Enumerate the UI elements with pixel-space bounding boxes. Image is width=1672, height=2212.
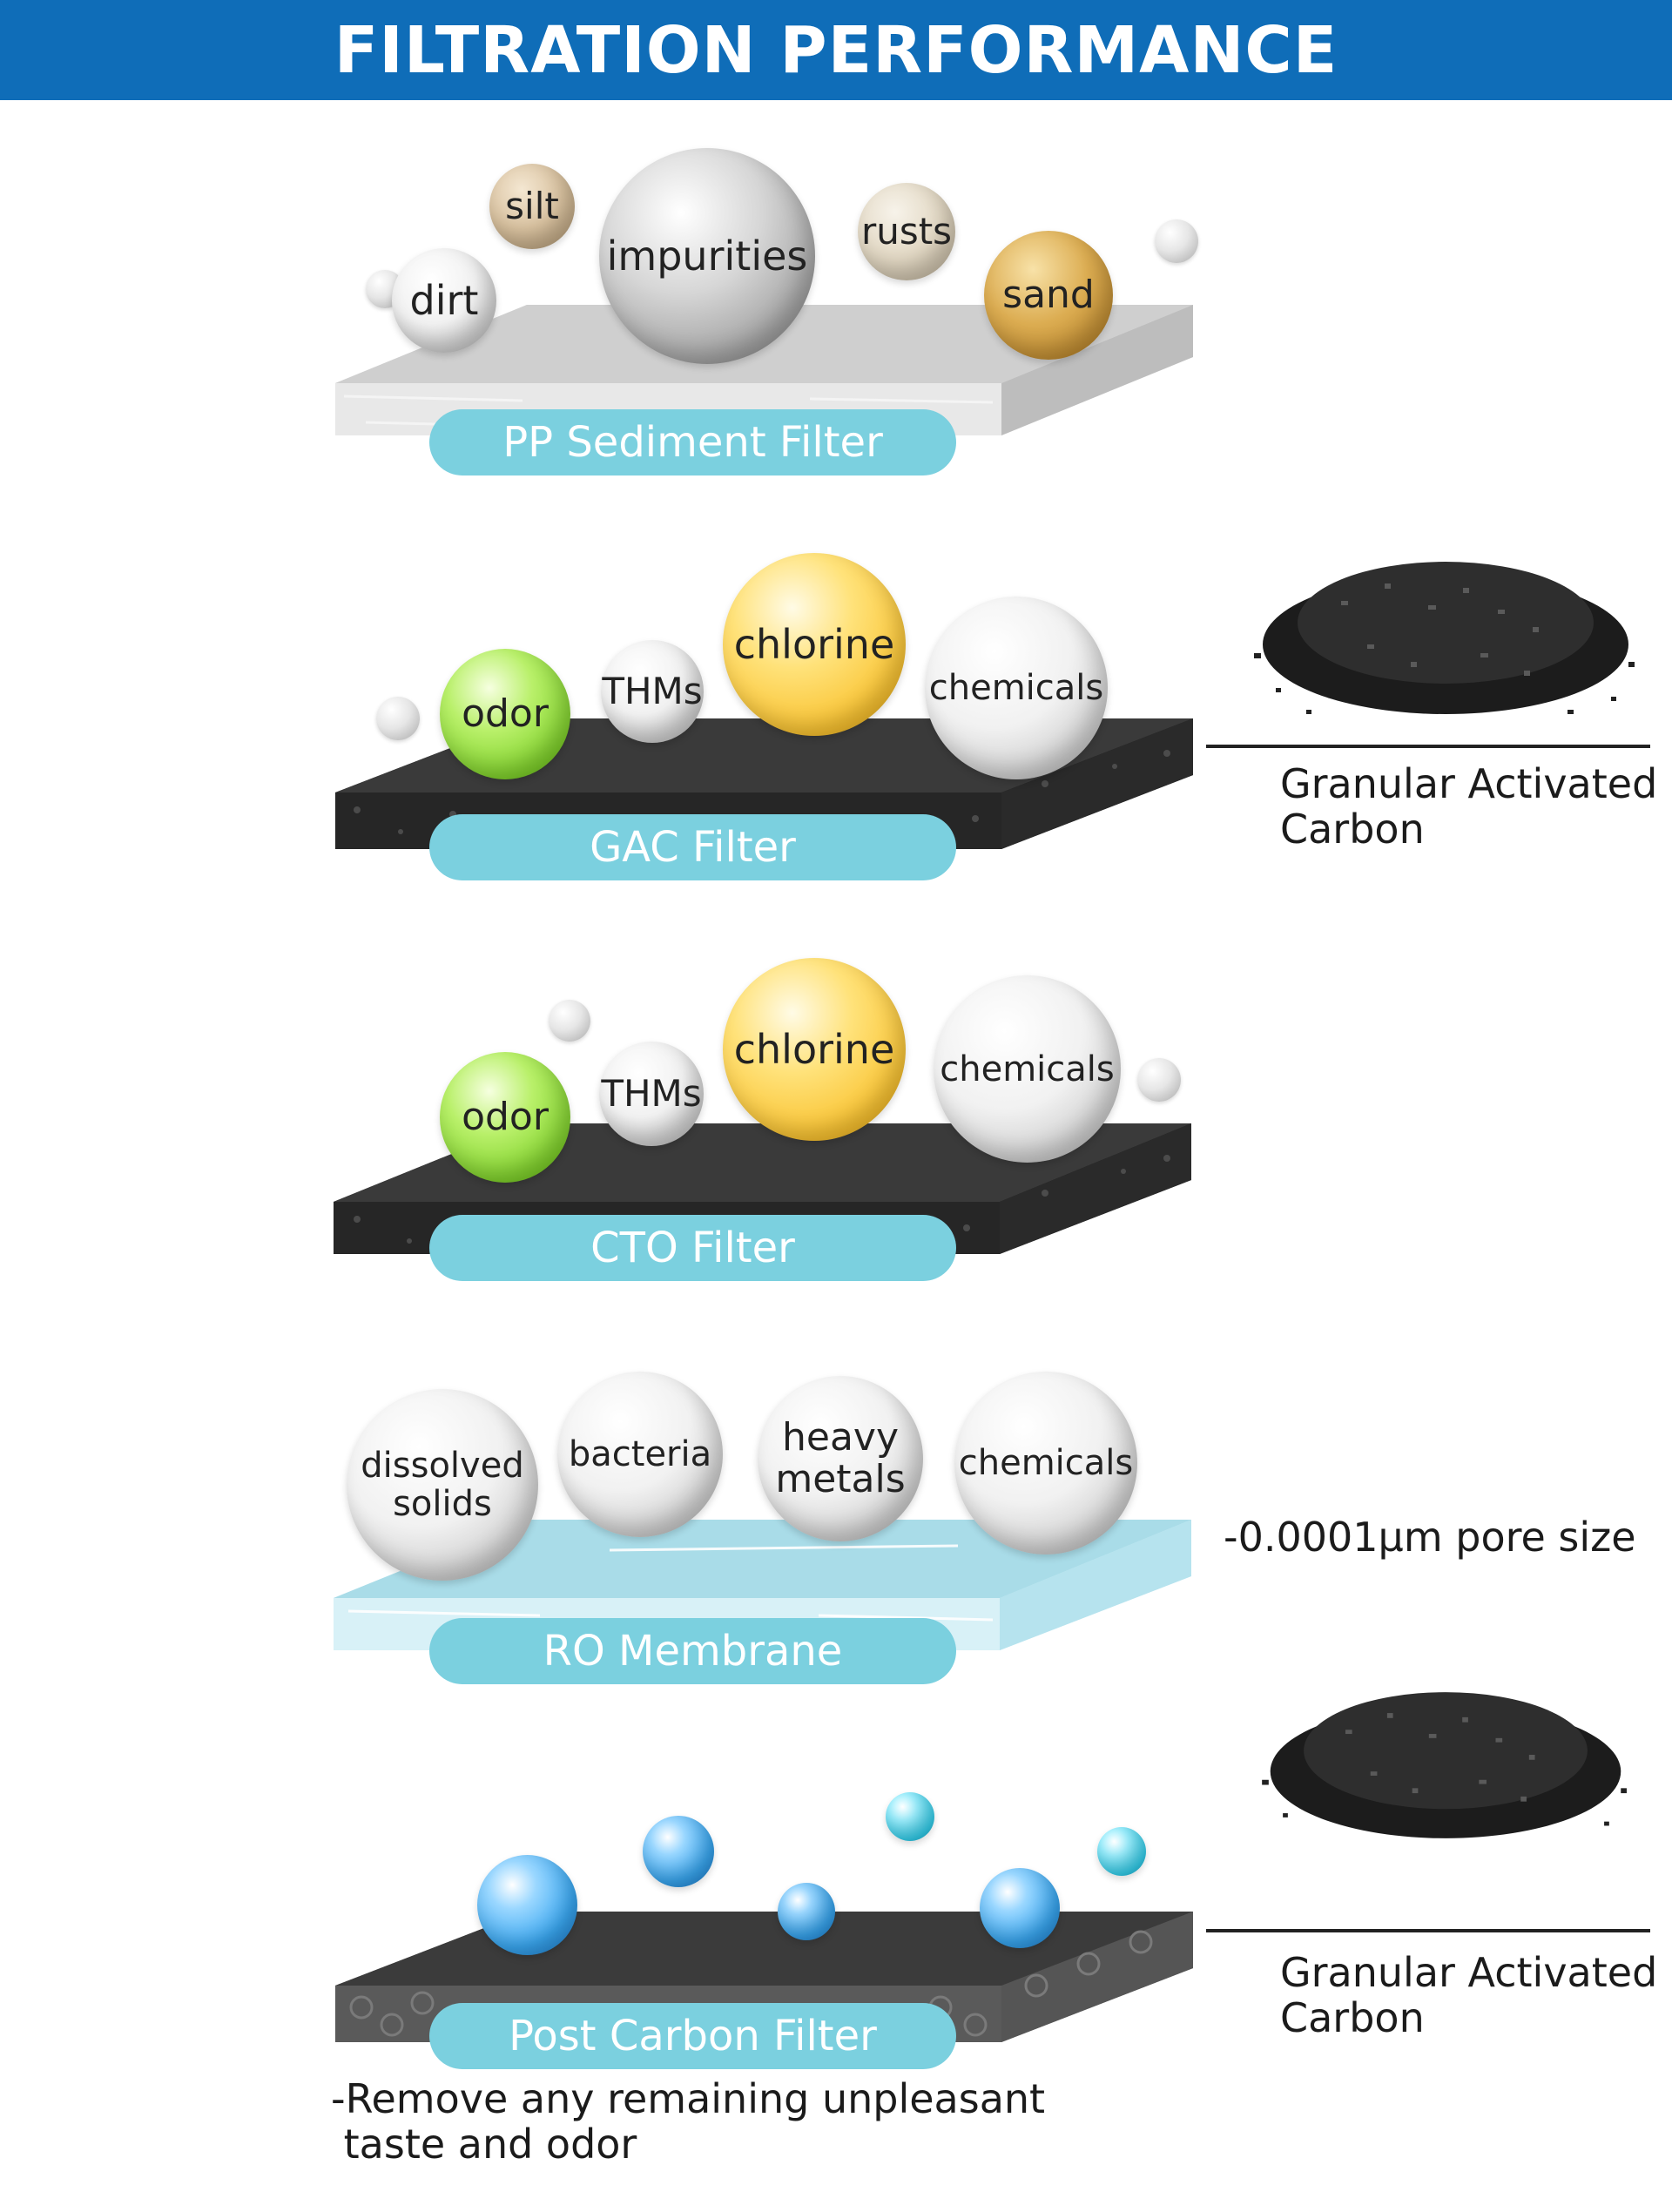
particle-odor: odor bbox=[440, 1052, 570, 1183]
particle-silt: silt bbox=[489, 164, 575, 249]
stage-post-carbon: Post Carbon Filter Granular Activated Ca… bbox=[0, 1655, 1672, 2212]
divider-line bbox=[1206, 745, 1650, 748]
particle-chlorine: chlorine bbox=[723, 553, 906, 736]
stage-cto: odor THMs chlorine chemicals CTO Filter bbox=[0, 949, 1672, 1315]
particle-sand: sand bbox=[984, 231, 1113, 360]
stage-pp-sediment: dirt silt impurities rusts sand PP Sedim… bbox=[0, 122, 1672, 496]
small-particle bbox=[1137, 1058, 1181, 1102]
page-title: FILTRATION PERFORMANCE bbox=[0, 0, 1672, 100]
carbon-granules-image bbox=[1254, 562, 1635, 714]
divider-line bbox=[1206, 1929, 1650, 1932]
post-carbon-note: -Remove any remaining unpleasant taste a… bbox=[331, 2075, 1046, 2168]
small-particle bbox=[549, 1000, 590, 1042]
stage-gac: odor THMs chlorine chemicals GAC Filter … bbox=[0, 523, 1672, 906]
stage-label-cto: CTO Filter bbox=[429, 1215, 956, 1281]
water-droplet bbox=[477, 1855, 577, 1955]
particle-odor: odor bbox=[440, 649, 570, 779]
particle-thms: THMs bbox=[601, 640, 704, 743]
particle-thms: THMs bbox=[599, 1042, 704, 1146]
small-particle bbox=[376, 697, 420, 740]
particle-dissolved-solids: dissolved solids bbox=[347, 1389, 538, 1581]
particle-dirt: dirt bbox=[392, 248, 496, 353]
water-droplet bbox=[886, 1792, 934, 1841]
particle-chemicals: chemicals bbox=[925, 597, 1108, 779]
particle-bacteria: bacteria bbox=[557, 1372, 723, 1537]
particle-heavy-metals: heavy metals bbox=[758, 1376, 923, 1541]
pore-size-caption: -0.0001μm pore size bbox=[1224, 1514, 1636, 1561]
water-droplet bbox=[1097, 1827, 1146, 1876]
stage-label-pp-sediment: PP Sediment Filter bbox=[429, 409, 956, 475]
stage-ro-membrane: dissolved solids bacteria heavy metals c… bbox=[0, 1359, 1672, 1707]
particle-rusts: rusts bbox=[858, 183, 955, 280]
water-droplet bbox=[778, 1883, 835, 1940]
stage-label-post-carbon: Post Carbon Filter bbox=[429, 2003, 956, 2069]
post-carbon-side-caption: Granular Activated Carbon bbox=[1280, 1949, 1658, 2041]
particle-chemicals: chemicals bbox=[934, 975, 1121, 1163]
ro-membrane-slab bbox=[334, 1520, 1191, 1650]
water-droplet bbox=[643, 1816, 714, 1887]
small-particle bbox=[1155, 219, 1198, 263]
particle-chemicals: chemicals bbox=[954, 1372, 1137, 1554]
gac-side-caption: Granular Activated Carbon bbox=[1280, 760, 1658, 853]
stage-label-ro-membrane: RO Membrane bbox=[429, 1618, 956, 1684]
particle-chlorine: chlorine bbox=[723, 958, 906, 1141]
stage-label-gac: GAC Filter bbox=[429, 814, 956, 880]
carbon-granules-image bbox=[1262, 1692, 1627, 1838]
particle-impurities: impurities bbox=[599, 148, 815, 364]
water-droplet bbox=[980, 1868, 1060, 1948]
